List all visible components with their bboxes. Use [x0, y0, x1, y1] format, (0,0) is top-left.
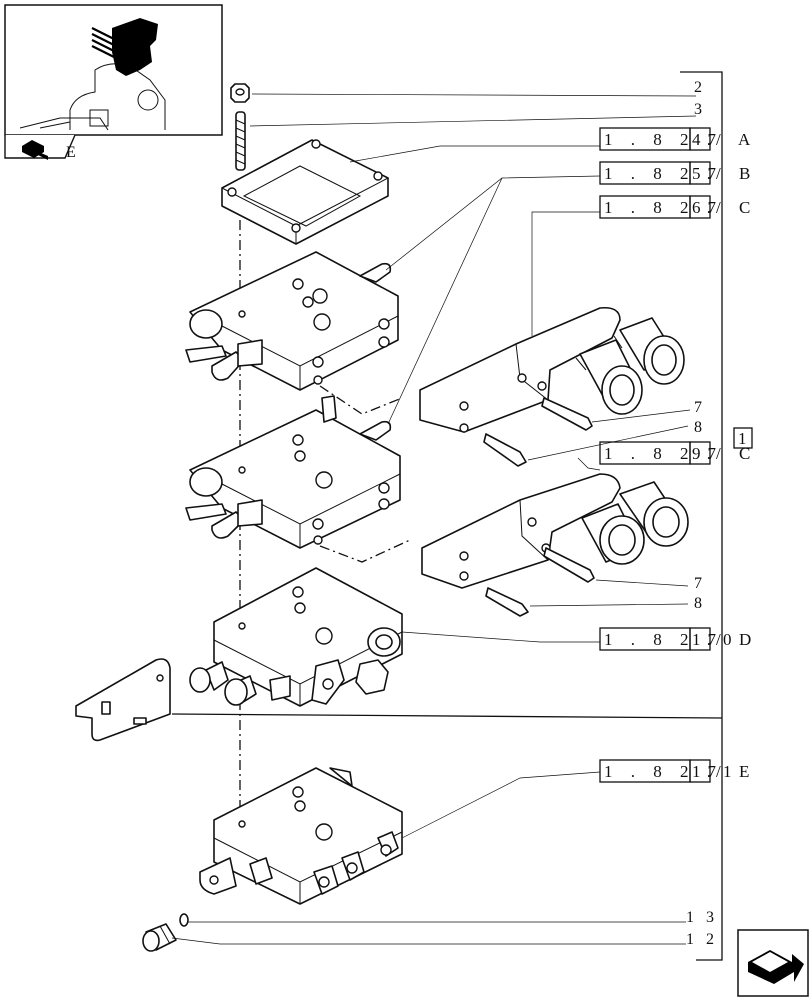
svg-text:1 . 8 2 .: 1 . 8 2 .: [604, 164, 718, 183]
svg-text:57: 57: [692, 164, 723, 183]
svg-text:170: 170: [692, 630, 739, 649]
quick-coupler-block-1: [419, 306, 685, 467]
svg-text:1 . 8 2 .: 1 . 8 2 .: [604, 630, 718, 649]
mounting-plate: [75, 658, 171, 742]
svg-text:1 . 8 2 .: 1 . 8 2 .: [604, 444, 718, 463]
stud-part: [235, 111, 246, 171]
svg-text:/ B: / B: [716, 164, 757, 183]
svg-text:1 . 8 2 .: 1 . 8 2 .: [604, 762, 718, 781]
plug-part: [142, 923, 177, 952]
svg-text:1 . 8 2 .: 1 . 8 2 .: [604, 130, 718, 149]
callout-13: 1 3: [686, 909, 718, 926]
callout-7: 7: [694, 575, 706, 592]
callout-7: 7: [694, 399, 706, 416]
control-valve-section-2: [185, 395, 411, 563]
thumbnail-letter: E: [66, 144, 80, 161]
svg-text:/ E: / E: [716, 762, 756, 781]
svg-text:67: 67: [692, 198, 723, 217]
svg-text:/ A: / A: [716, 130, 757, 149]
reference-1-82-171[interactable]: 1 . 8 2 . 171 / E: [599, 759, 756, 783]
reference-1-82-170[interactable]: 1 . 8 2 . 170 / D: [599, 627, 758, 651]
callout-8: 8: [694, 419, 706, 436]
reference-1-82-57[interactable]: 1 . 8 2 . 57 / B: [599, 161, 757, 185]
quick-coupler-block-2: [421, 473, 689, 617]
callout-12: 1 2: [686, 931, 718, 948]
control-valve-section-3: [189, 567, 403, 707]
control-valve-section-4: [199, 767, 403, 905]
callout-3: 3: [694, 101, 706, 118]
svg-text:47: 47: [692, 130, 723, 149]
callout-2: 2: [694, 79, 706, 96]
tractor-valve-locator-icon: [19, 18, 166, 131]
reference-1-82-47[interactable]: 1 . 8 2 . 47 / A: [599, 127, 757, 151]
svg-text:171: 171: [692, 762, 739, 781]
next-page-button[interactable]: [737, 929, 809, 997]
next-page-arrow-icon: [748, 950, 804, 984]
reference-1-82-97[interactable]: 1 . 8 2 . 97 / C 1: [599, 427, 757, 465]
book-icon: [22, 140, 48, 160]
cover-plate: [221, 139, 389, 245]
svg-text:/ D: / D: [716, 630, 758, 649]
svg-text:/ C: / C: [716, 198, 757, 217]
leader-lines: [171, 93, 697, 945]
bracket: [171, 71, 723, 961]
svg-text:/ C: / C: [716, 444, 757, 463]
locator-thumbnail[interactable]: E: [4, 4, 223, 161]
quantity-badge: 1: [738, 429, 754, 448]
reference-1-82-67[interactable]: 1 . 8 2 . 67 / C: [599, 195, 757, 219]
callout-8: 8: [694, 595, 706, 612]
svg-text:97: 97: [692, 444, 723, 463]
control-valve-section-1: [185, 251, 403, 415]
svg-text:1 . 8 2 .: 1 . 8 2 .: [604, 198, 718, 217]
nut-part: [230, 83, 250, 103]
o-ring-part: [179, 913, 189, 927]
callout-numbers: 2 3 7 8 7 8 1 3 1 2: [686, 79, 718, 948]
